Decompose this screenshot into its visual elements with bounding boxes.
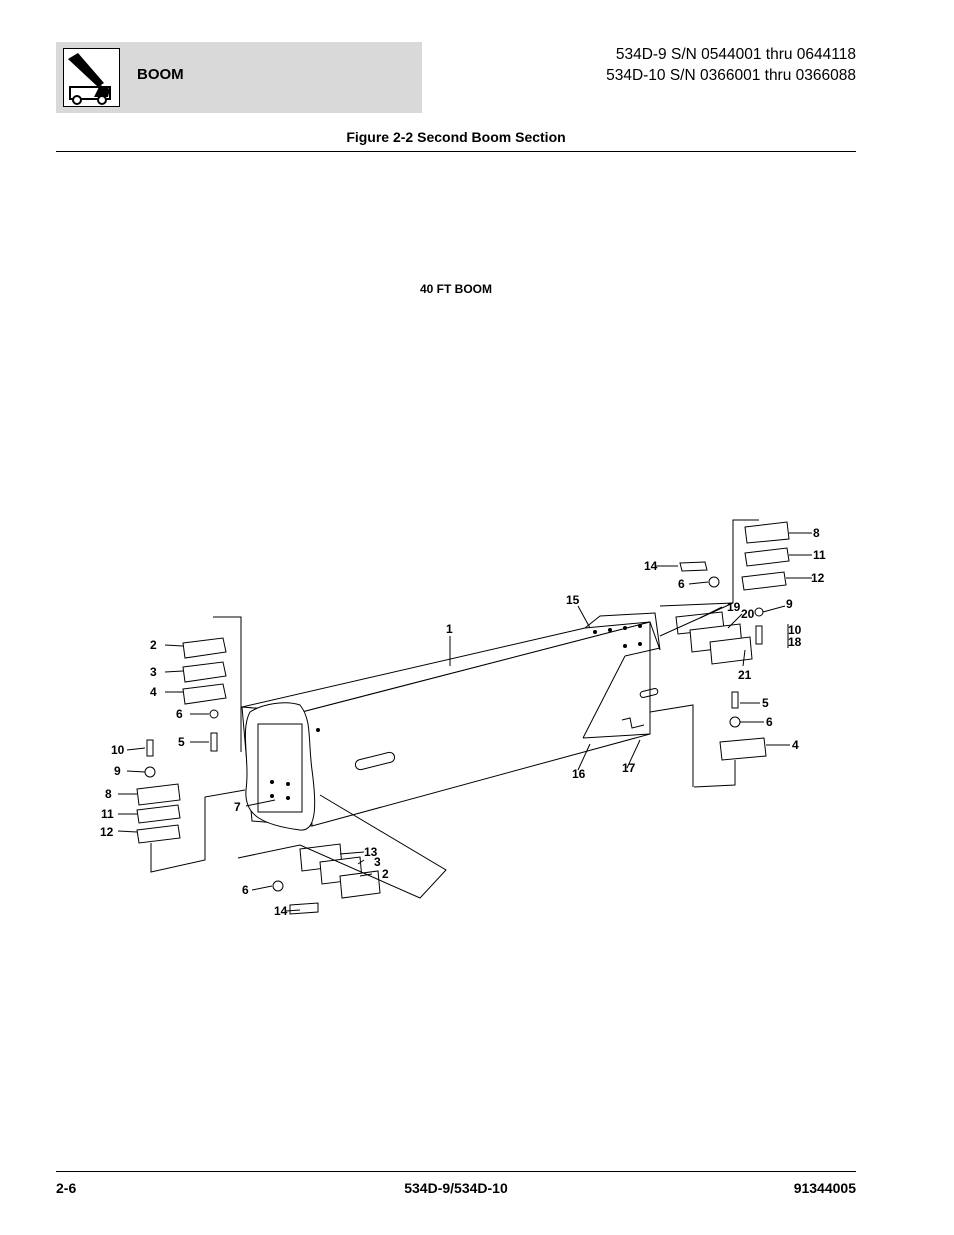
bottom-pad-stack <box>237 794 447 915</box>
header-rule <box>56 151 856 152</box>
callout-20: 20 <box>741 607 755 621</box>
callout-8: 8 <box>105 787 112 801</box>
serial-line-2: 534D-10 S/N 0366001 thru 0366088 <box>606 67 856 84</box>
footer-rule <box>56 1171 856 1172</box>
callout-9: 9 <box>114 764 121 778</box>
callout-8-right: 8 <box>813 526 820 540</box>
callout-11-right: 11 <box>813 548 826 562</box>
callout-labels: 1 2 3 4 5 6 7 8 9 10 11 12 13 14 15 16 1… <box>100 526 826 918</box>
callout-7: 7 <box>234 800 241 814</box>
wear-pad-frame <box>244 702 316 831</box>
callout-5: 5 <box>178 735 185 749</box>
callout-19: 19 <box>727 600 741 614</box>
callout-16: 16 <box>572 767 586 781</box>
callout-12: 12 <box>100 825 114 839</box>
callout-5-right: 5 <box>762 696 769 710</box>
callout-1: 1 <box>446 622 453 636</box>
callout-21: 21 <box>738 668 752 682</box>
callout-leaders <box>117 532 812 912</box>
left-lower-pad-stack <box>136 739 246 873</box>
right-lower-pad-stack <box>649 691 767 788</box>
callout-2-bottom: 2 <box>382 867 389 881</box>
serial-numbers: 534D-9 S/N 0544001 thru 0644118 534D-10 … <box>606 44 856 86</box>
callout-12-right: 12 <box>811 571 825 585</box>
callout-6: 6 <box>176 707 183 721</box>
callout-6-upper: 6 <box>678 577 685 591</box>
callout-4: 4 <box>150 685 157 699</box>
figure-subtitle: 40 FT BOOM <box>419 282 492 296</box>
callout-11: 11 <box>101 807 114 821</box>
footer-part-number: 91344005 <box>793 1180 856 1196</box>
right-side-pads <box>659 602 753 665</box>
figure-title: Figure 2-2 Second Boom Section <box>346 129 566 145</box>
telehandler-logo-icon <box>63 48 120 107</box>
callout-4-right: 4 <box>792 738 799 752</box>
callout-10-right: 10 <box>788 623 802 637</box>
callout-14: 14 <box>274 904 288 918</box>
callout-18: 18 <box>788 635 802 649</box>
serial-line-1: 534D-9 S/N 0544001 thru 0644118 <box>615 46 856 63</box>
page-number: 2-6 <box>56 1180 77 1196</box>
callout-6-bottom: 6 <box>242 883 249 897</box>
callout-17: 17 <box>622 761 636 775</box>
callout-3: 3 <box>150 665 157 679</box>
left-pad-stack <box>182 616 242 752</box>
section-title: BOOM <box>137 66 184 83</box>
footer-model: 534D-9/534D-10 <box>404 1180 508 1196</box>
callout-13: 13 <box>364 845 378 859</box>
callout-14-upper: 14 <box>644 559 658 573</box>
callout-6-right: 6 <box>766 715 773 729</box>
right-upper-pad-stack <box>679 519 790 645</box>
callout-15: 15 <box>566 593 580 607</box>
callout-10: 10 <box>111 743 125 757</box>
callout-3-bottom: 3 <box>374 855 381 869</box>
callout-2: 2 <box>150 638 157 652</box>
callout-9-right: 9 <box>786 597 793 611</box>
